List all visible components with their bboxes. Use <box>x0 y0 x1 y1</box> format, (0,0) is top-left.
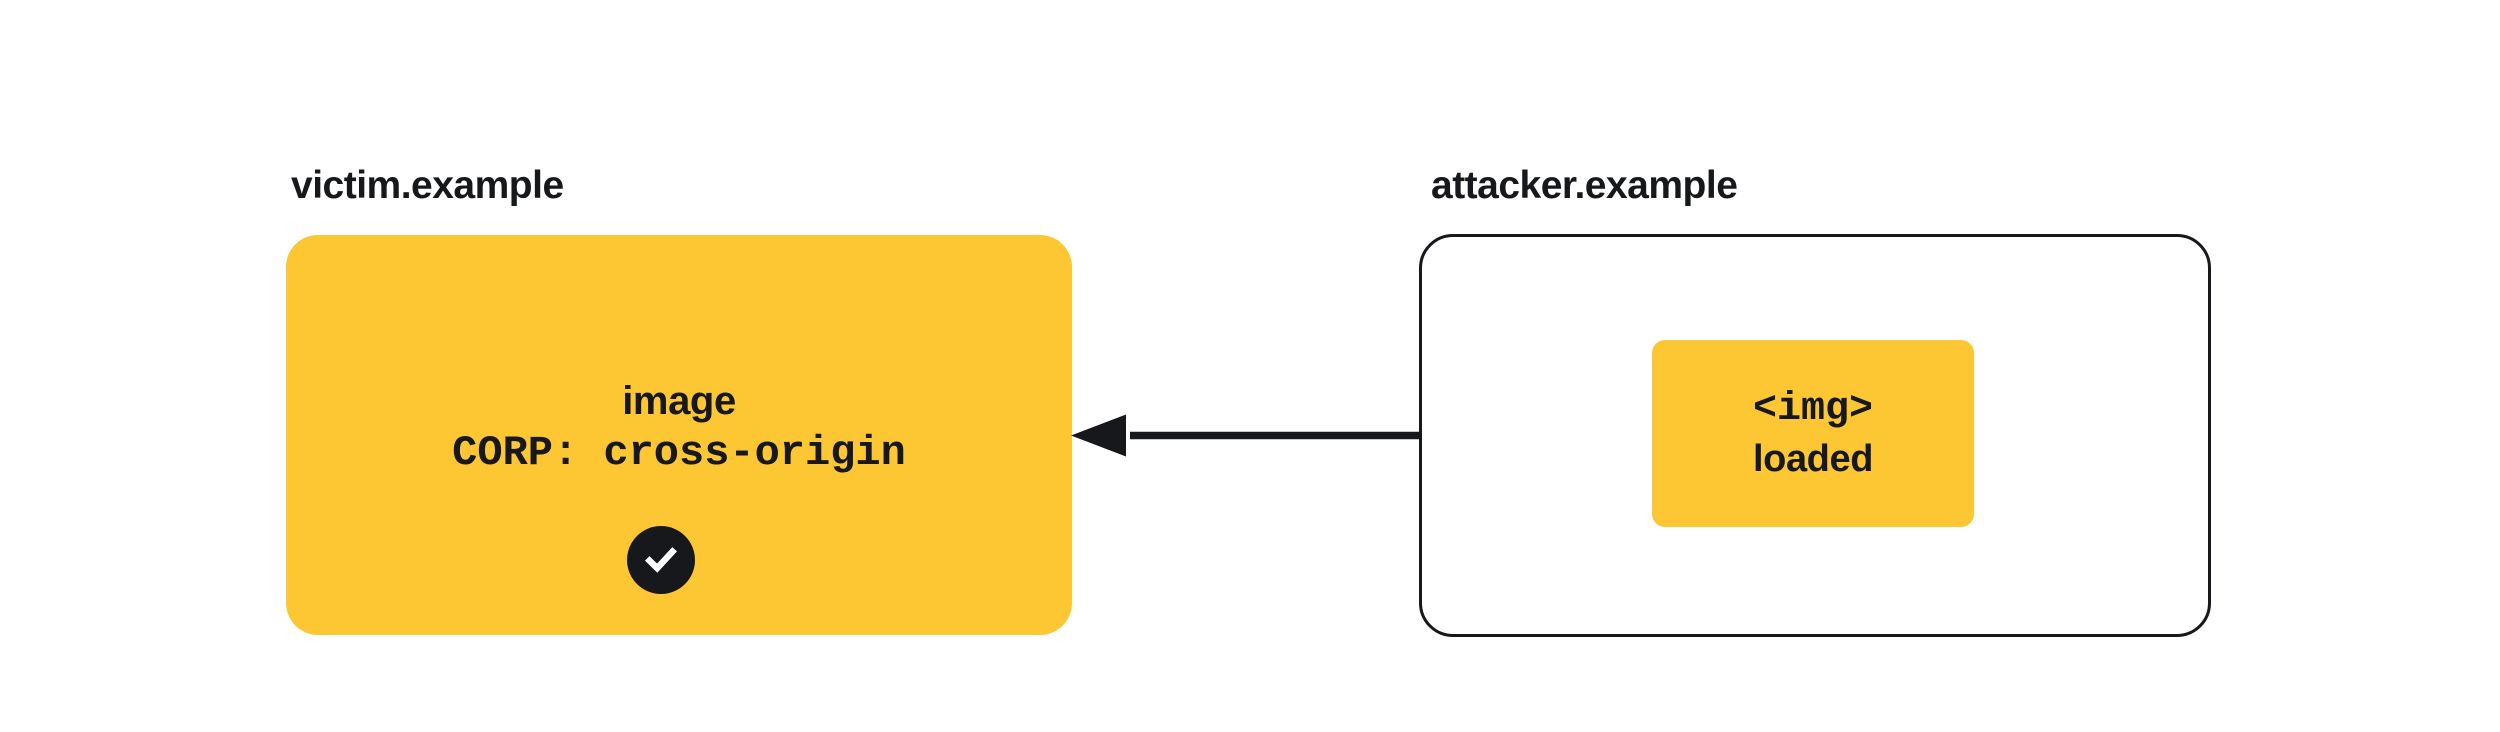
victim-resource-text: image CORP: cross-origin <box>286 375 1072 479</box>
attacker-img-status: loaded <box>1752 437 1874 480</box>
victim-resource-header: CORP: cross-origin <box>452 429 906 477</box>
attacker-img-tag: <img> <box>1752 386 1874 432</box>
victim-origin-label: victim.example <box>291 164 564 207</box>
victim-resource-panel: image CORP: cross-origin <box>286 235 1072 635</box>
check-circle-icon <box>627 526 695 594</box>
attacker-origin-label: attacker.example <box>1431 164 1738 207</box>
victim-resource-name: image <box>622 379 736 423</box>
attacker-img-element: <img> loaded <box>1652 340 1974 527</box>
